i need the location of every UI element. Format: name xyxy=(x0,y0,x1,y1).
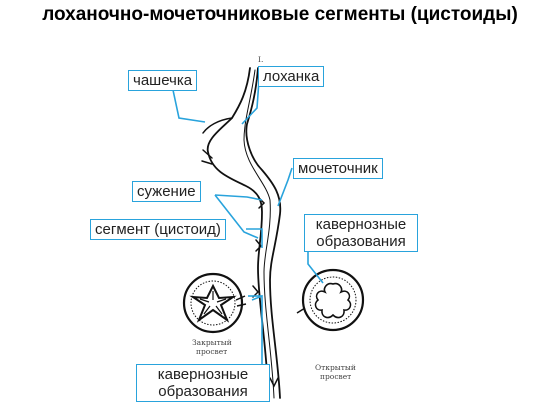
label-cup: чашечка xyxy=(128,70,198,91)
closed-lumen-section xyxy=(182,272,247,334)
label-cavernous-bottom-line1: кавернозные xyxy=(157,366,249,383)
label-cavernous-right-line2: образования xyxy=(316,233,406,250)
callout-lines xyxy=(172,79,324,364)
open-lumen-caption-1: Открытый xyxy=(315,363,356,372)
arrow-head-4 xyxy=(269,377,279,388)
callout-ureter xyxy=(277,167,293,207)
label-cavernous-right: кавернозные образования xyxy=(304,214,418,252)
callout-cavernous-right xyxy=(307,246,324,284)
label-cavernous-right-line1: кавернозные xyxy=(315,216,407,233)
calyx-tick-1 xyxy=(202,149,213,159)
callout-cup xyxy=(172,89,206,123)
label-segment: сегмент (цистоид) xyxy=(90,219,226,240)
open-lumen-section xyxy=(296,268,365,332)
label-narrowing: сужение xyxy=(132,181,201,202)
arrow-head-2 xyxy=(255,239,263,252)
closed-lumen-caption-2: просвет xyxy=(196,347,227,356)
callout-segment xyxy=(246,228,263,248)
callout-narrowing-1 xyxy=(214,194,263,201)
ureter-center-line xyxy=(243,69,275,399)
closed-lumen-caption-1: Закрытый xyxy=(192,338,232,347)
callout-narrowing-2 xyxy=(214,194,259,239)
label-cavernous-bottom-line2: образования xyxy=(158,383,248,400)
callout-pelvis xyxy=(241,79,260,125)
label-cavernous-bottom: кавернозные образования xyxy=(136,364,270,402)
roman-numeral: I. xyxy=(258,55,263,64)
label-pelvis: лоханка xyxy=(258,66,325,87)
calyx-tick-2 xyxy=(201,160,213,165)
open-lumen-caption-2: просвет xyxy=(320,372,351,381)
ureter-right-wall xyxy=(245,67,282,399)
label-ureter: мочеточник xyxy=(293,158,383,179)
page-title: лоханочно-мочеточниковые сегменты (цисто… xyxy=(42,4,518,25)
cup-contour xyxy=(202,117,233,134)
